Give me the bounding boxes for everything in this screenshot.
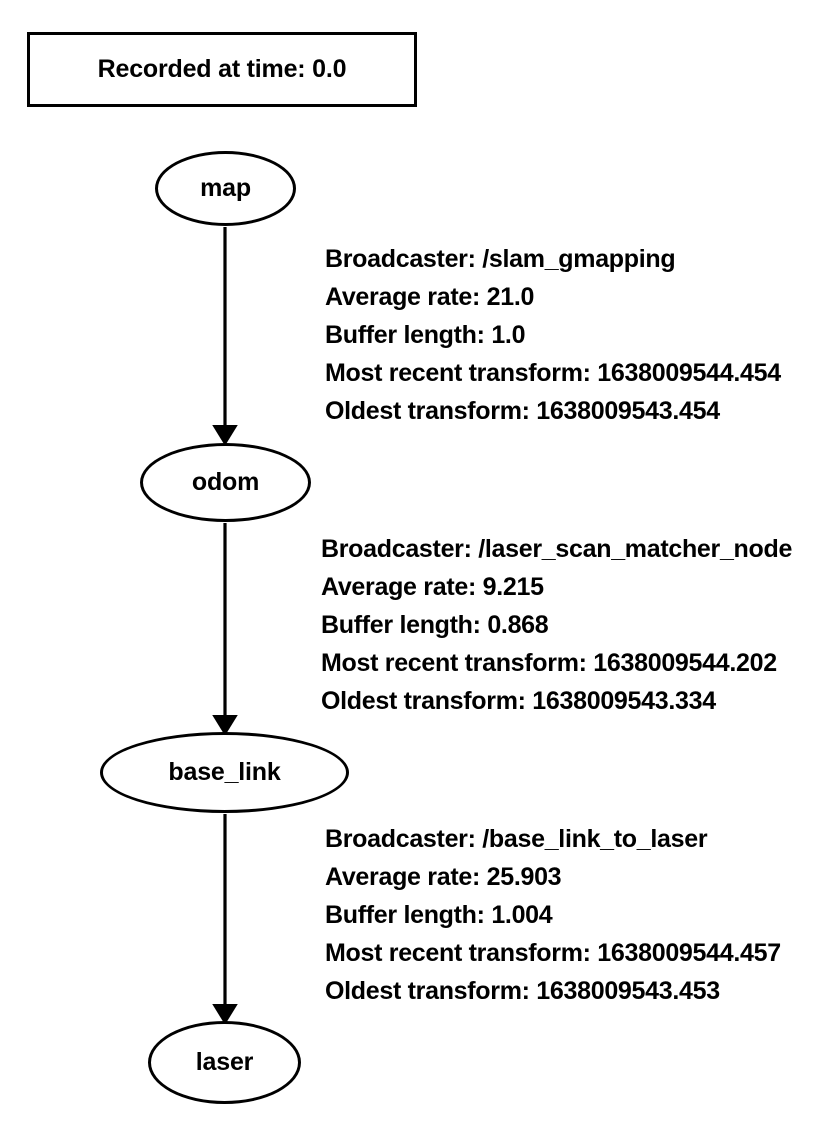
edge-average-rate-label: Average rate: 9.215 [321,573,544,601]
tf-node-laser[interactable]: laser [148,1021,301,1104]
tf-node-laser-label: laser [195,1048,254,1076]
edge-oldest-transform-label: Oldest transform: 1638009543.334 [321,687,716,715]
edge-buffer-length-label: Buffer length: 1.0 [325,321,526,349]
tf-node-map-label: map [200,174,251,202]
edge-most-recent-transform-label: Most recent transform: 1638009544.202 [321,649,777,677]
recorded-time-box: Recorded at time: 0.0 [27,32,417,107]
tf-node-odom-label: odom [191,468,260,496]
edge-buffer-length-label: Buffer length: 1.004 [325,901,553,929]
edge-buffer-length-label: Buffer length: 0.868 [321,611,549,639]
tf-node-base-link[interactable]: base_link [100,732,349,813]
edge-most-recent-transform-label: Most recent transform: 1638009544.454 [325,359,781,387]
edge-average-rate-label: Average rate: 21.0 [325,283,535,311]
edge-average-rate-label: Average rate: 25.903 [325,863,562,891]
edge-info-odom-to-base-link: Broadcaster: /laser_scan_matcher_node Av… [321,530,792,720]
edge-oldest-transform-label: Oldest transform: 1638009543.454 [325,397,720,425]
edge-broadcaster-label: Broadcaster: /base_link_to_laser [325,825,708,853]
edge-info-map-to-odom: Broadcaster: /slam_gmapping Average rate… [325,240,781,430]
tf-node-map[interactable]: map [155,151,296,226]
edge-broadcaster-label: Broadcaster: /slam_gmapping [325,245,676,273]
edge-oldest-transform-label: Oldest transform: 1638009543.453 [325,977,720,1005]
tf-node-odom[interactable]: odom [140,443,311,522]
edge-info-base-link-to-laser: Broadcaster: /base_link_to_laser Average… [325,820,781,1010]
tf-node-base-link-label: base_link [168,758,281,786]
edge-most-recent-transform-label: Most recent transform: 1638009544.457 [325,939,781,967]
edge-broadcaster-label: Broadcaster: /laser_scan_matcher_node [321,535,793,563]
recorded-time-label: Recorded at time: 0.0 [97,55,347,83]
